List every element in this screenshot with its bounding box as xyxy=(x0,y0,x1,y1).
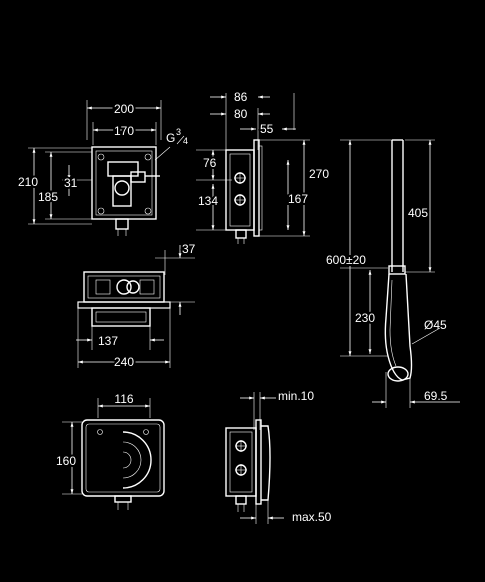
dim-116: 116 xyxy=(114,392,133,406)
thread-g: G xyxy=(166,131,175,145)
dim-76: 76 xyxy=(203,156,217,170)
dim-137: 137 xyxy=(98,334,118,348)
dim-240: 240 xyxy=(114,355,134,369)
dim-210: 210 xyxy=(18,175,38,189)
dim-200: 200 xyxy=(114,102,134,116)
thread-num: 3 xyxy=(176,127,181,137)
dim-405: 405 xyxy=(408,206,428,220)
dim-160: 160 xyxy=(56,454,76,468)
cover-plate-front-view: 116 160 xyxy=(54,390,165,510)
dim-86: 86 xyxy=(234,90,248,104)
dim-170: 170 xyxy=(114,124,134,138)
thread-den: 4 xyxy=(183,136,188,146)
thread-label-g34: G 3 4 xyxy=(154,127,188,161)
dim-37: 37 xyxy=(182,242,196,256)
installed-side-view: min.10 max.50 xyxy=(225,389,332,524)
dim-230: 230 xyxy=(355,311,375,325)
dim-185: 185 xyxy=(38,190,58,204)
dim-diam-45: Ø45 xyxy=(424,318,447,332)
dim-min-10: min.10 xyxy=(278,389,314,403)
dim-80: 80 xyxy=(234,107,248,121)
dim-270: 270 xyxy=(309,167,329,181)
dim-134: 134 xyxy=(198,194,218,208)
dim-31: 31 xyxy=(64,176,78,190)
flush-pipe-view: 600±20 405 230 Ø45 69.5 xyxy=(324,139,460,408)
dim-55: 55 xyxy=(260,122,274,136)
front-elevation-view: 200 170 G 3 4 210 185 31 xyxy=(16,100,188,236)
dim-69-5: 69.5 xyxy=(424,389,448,403)
dim-167: 167 xyxy=(288,192,308,206)
dim-600: 600±20 xyxy=(326,253,366,267)
side-section-view: 86 80 55 76 134 270 167 xyxy=(196,88,331,244)
plan-view: 37 137 240 xyxy=(76,240,198,371)
dim-max-50: max.50 xyxy=(292,510,332,524)
